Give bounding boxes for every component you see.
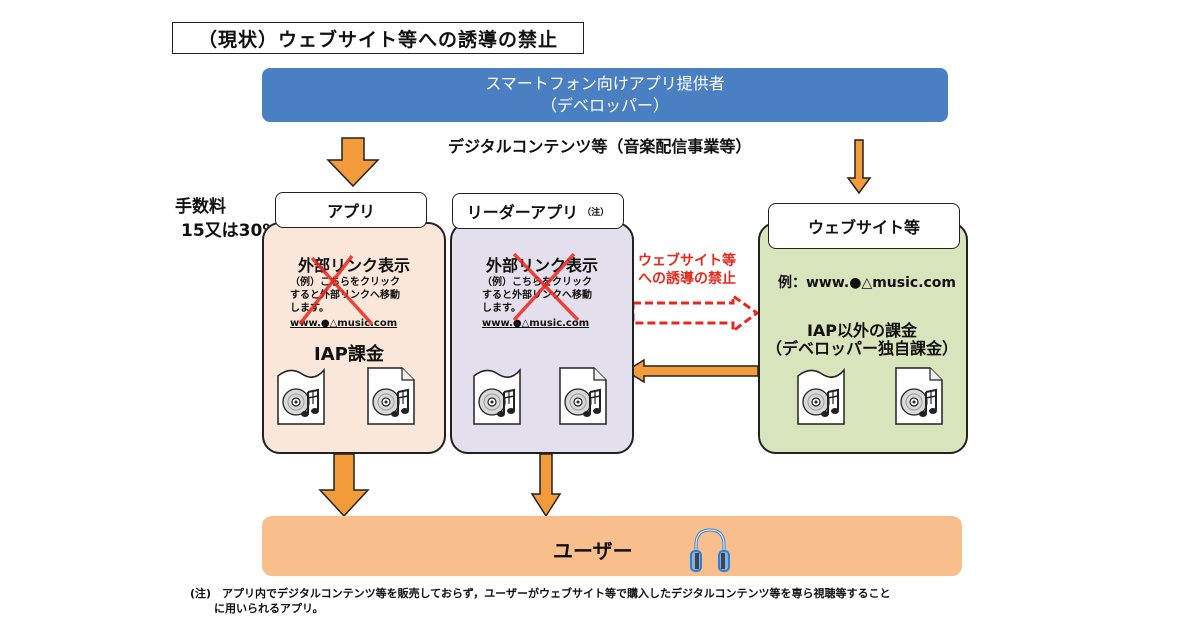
reader-app-tab-label: リーダーアプリ <box>466 203 579 222</box>
music-file-icon <box>277 367 325 425</box>
developer-box: スマートフォン向けアプリ提供者 （デベロッパー） <box>262 68 948 122</box>
fee-label: 手数料 15又は30% <box>175 195 279 243</box>
app-tab: アプリ <box>275 192 427 228</box>
fee-rate: 15又は30% <box>181 221 280 241</box>
user-label: ユーザー <box>553 539 633 563</box>
page-title: （現状）ウェブサイト等への誘導の禁止 <box>172 22 584 54</box>
non-iap-billing-line: IAP以外の課金 <box>806 321 918 340</box>
reader-app-note-mark: （注） <box>582 207 610 218</box>
footnote-line: (注) アプリ内でデジタルコンテンツ等を販売しておらず，ユーザーがウェブサイト等… <box>190 587 891 600</box>
example-line: します。 <box>482 303 521 314</box>
arrow-app-to-user <box>318 453 370 518</box>
prohibition-line: ウェブサイト等 <box>638 253 736 269</box>
non-iap-billing: IAP以外の課金 （デベロッパー独自課金） <box>760 322 964 358</box>
headphones-icon <box>690 528 730 572</box>
prohibited-cross-icon <box>512 252 580 322</box>
external-url: www.●△music.com <box>290 318 398 329</box>
arrow-dev-to-app <box>326 137 380 188</box>
external-url: www.●△music.com <box>482 318 590 329</box>
external-link-heading: 外部リンク表示 <box>297 256 410 275</box>
example-line: します。 <box>290 303 329 314</box>
prohibited-redirect-arrow <box>631 293 760 334</box>
digital-content-label: デジタルコンテンツ等（音楽配信事業等） <box>448 137 752 156</box>
footnote-line: に用いられるアプリ。 <box>214 602 324 615</box>
developer-sublabel: （デベロッパー） <box>540 96 669 115</box>
website-example-url: 例：www.●△music.com <box>778 275 957 291</box>
website-tab: ウェブサイト等 <box>768 203 960 249</box>
arrow-web-to-reader <box>624 358 759 384</box>
example-line: （例）こちらをクリック <box>482 277 592 288</box>
music-file-icon <box>367 367 415 425</box>
iap-billing-label: IAP課金 <box>314 344 384 365</box>
footnote: (注) アプリ内でデジタルコンテンツ等を販売しておらず，ユーザーがウェブサイト等… <box>190 586 891 616</box>
music-file-icon <box>797 367 845 425</box>
user-box <box>262 516 962 576</box>
reader-app-tab: リーダーアプリ（注） <box>452 193 624 229</box>
non-iap-billing-line: （デベロッパー独自課金） <box>765 339 958 358</box>
developer-label: スマートフォン向けアプリ提供者 <box>485 74 725 93</box>
arrow-dev-to-web <box>846 139 872 195</box>
prohibition-note: ウェブサイト等 への誘導の禁止 <box>638 252 736 288</box>
music-file-icon <box>895 367 943 425</box>
arrow-reader-to-user <box>530 453 562 518</box>
prohibited-cross-icon <box>298 254 374 326</box>
example-line: （例）こちらをクリック <box>290 277 400 288</box>
prohibition-line: への誘導の禁止 <box>638 271 736 287</box>
fee-title: 手数料 <box>175 197 226 217</box>
music-file-icon <box>559 367 607 425</box>
music-file-icon <box>473 367 521 425</box>
